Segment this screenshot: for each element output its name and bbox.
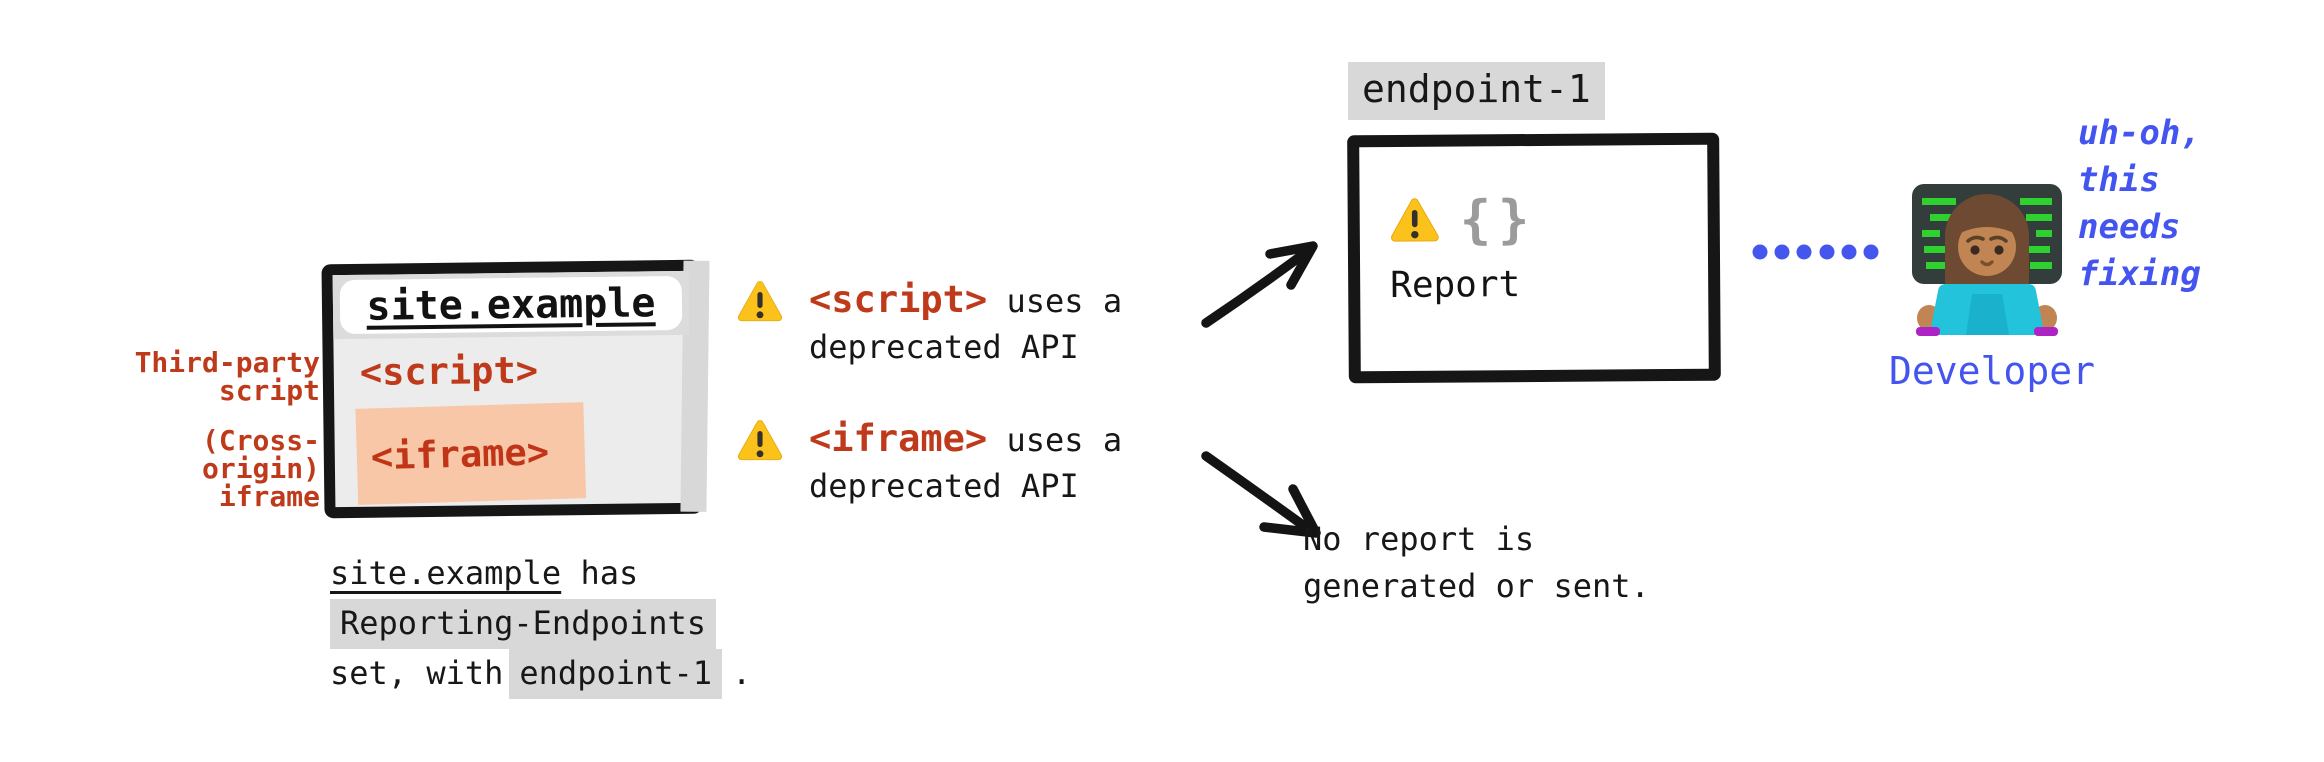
warning-line-2: deprecated API xyxy=(809,328,1079,366)
warning-text-script: <script> uses a deprecated API xyxy=(809,277,1122,370)
period-text: . xyxy=(732,654,752,692)
woman-technologist-emoji xyxy=(1912,184,2062,336)
browser-body: <script> <iframe> xyxy=(333,335,691,505)
no-report-text: No report is generated or sent. xyxy=(1303,520,1650,605)
browser-window: site.example <script> <iframe> xyxy=(321,259,703,519)
endpoint-1-chip: endpoint-1 xyxy=(509,649,723,699)
dotted-line xyxy=(1752,244,1879,260)
endpoint-box: {} Report xyxy=(1347,132,1721,384)
script-tag-text: <script> xyxy=(359,348,539,394)
caption-has-text: has xyxy=(561,554,639,592)
endpoint-1-title-chip: endpoint-1 xyxy=(1348,62,1605,120)
site-example-text: site.example xyxy=(330,554,562,592)
developer-label: Developer xyxy=(1889,349,2095,393)
code-lines xyxy=(1922,198,2052,269)
caption: site.example has Reporting-Endpoints set… xyxy=(330,548,752,699)
set-with-text: set, with xyxy=(330,654,504,692)
report-row: {} xyxy=(1388,189,1708,251)
site-url-text: site.example xyxy=(366,280,656,330)
iframe-tag-inline: <iframe> xyxy=(809,417,988,460)
uses-a-text: uses a xyxy=(987,421,1123,459)
url-pill: site.example xyxy=(339,275,683,335)
warning-icon xyxy=(735,279,785,326)
caption-line-1: site.example has xyxy=(330,548,751,598)
cross-origin-iframe-label: (Cross-origin) iframe xyxy=(201,424,320,513)
script-tag-inline: <script> xyxy=(809,278,988,321)
iframe-highlight: <iframe> xyxy=(355,402,587,505)
developer-thought: uh-oh, this needs fixing xyxy=(2078,113,2201,294)
caption-line-2: Reporting-Endpoints xyxy=(330,598,751,649)
warning-row-script: <script> uses a deprecated API xyxy=(735,277,1122,370)
warning-icon xyxy=(735,418,785,465)
report-label: Report xyxy=(1390,264,1521,307)
uses-a-text: uses a xyxy=(987,282,1123,320)
browser-header: site.example xyxy=(332,270,690,340)
warning-row-iframe: <iframe> uses a deprecated API xyxy=(735,416,1122,509)
report-json-braces: {} xyxy=(1459,189,1537,251)
arrow-to-no-report xyxy=(1201,451,1321,538)
warning-text-iframe: <iframe> uses a deprecated API xyxy=(809,416,1122,509)
warning-line-1: <script> uses a xyxy=(809,277,1122,324)
arrow-to-endpoint xyxy=(1201,241,1318,328)
warning-line-2: deprecated API xyxy=(809,467,1079,505)
reporting-endpoints-chip: Reporting-Endpoints xyxy=(330,599,717,649)
iframe-tag-text: <iframe> xyxy=(370,429,550,478)
warning-icon xyxy=(1388,195,1442,246)
third-party-script-label: Third-party script xyxy=(134,346,320,407)
warning-line-1: <iframe> uses a xyxy=(809,416,1122,463)
endpoint-label: endpoint-1 xyxy=(1348,62,1605,120)
